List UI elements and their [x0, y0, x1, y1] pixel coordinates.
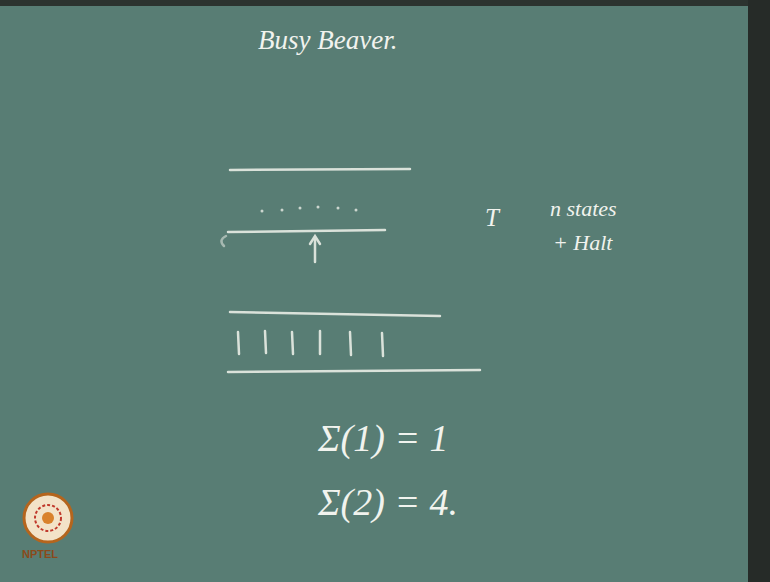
- state-note: + Halt: [553, 231, 612, 255]
- tape-dots: [261, 206, 358, 213]
- board-frame: [748, 0, 770, 582]
- state-note: n states: [550, 197, 617, 221]
- formula: Σ(2) = 4.: [318, 482, 458, 524]
- board-frame: [0, 0, 770, 6]
- machine-name: T: [485, 204, 499, 232]
- logo-text: NPTEL: [22, 548, 58, 560]
- tape-drawing: [221, 169, 480, 372]
- board-title: Busy Beaver.: [258, 26, 397, 56]
- formula: Σ(1) = 1: [318, 418, 449, 460]
- nptel-logo: [24, 494, 72, 542]
